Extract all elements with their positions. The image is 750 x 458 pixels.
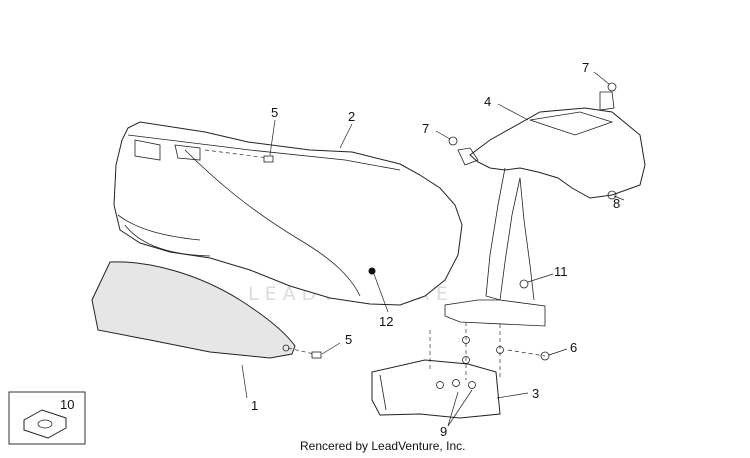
screw-5-top <box>263 155 274 163</box>
callout-10[interactable]: 10 <box>60 397 74 412</box>
callout-4[interactable]: 4 <box>484 94 491 109</box>
callout-7-left[interactable]: 7 <box>422 121 429 136</box>
screw-11 <box>519 279 529 289</box>
fasteners <box>263 82 617 364</box>
rear-fender-part[interactable] <box>444 91 646 327</box>
screw-5-bottom <box>311 351 322 359</box>
leader-lines <box>241 71 625 427</box>
assembly-lines <box>204 149 546 380</box>
callout-2[interactable]: 2 <box>348 109 355 124</box>
callout-11[interactable]: 11 <box>554 264 568 279</box>
screw-7-left <box>448 136 458 146</box>
side-cover-part[interactable] <box>113 121 463 306</box>
callout-8[interactable]: 8 <box>613 196 620 211</box>
clip-nut-part[interactable] <box>8 391 86 445</box>
callout-9[interactable]: 9 <box>440 424 447 439</box>
footer-credit: Rencered by LeadVenture, Inc. <box>300 439 465 453</box>
plate-bracket-part[interactable] <box>371 359 501 419</box>
part-12-marker <box>368 267 376 275</box>
nut-8 <box>607 190 617 200</box>
callout-12[interactable]: 12 <box>379 314 393 329</box>
callout-5-top[interactable]: 5 <box>271 105 278 120</box>
screw-7-right <box>607 82 617 92</box>
callout-1[interactable]: 1 <box>251 398 258 413</box>
callout-6[interactable]: 6 <box>570 340 577 355</box>
callout-5-bottom[interactable]: 5 <box>345 332 352 347</box>
nut-6 <box>540 351 550 361</box>
callout-7-right[interactable]: 7 <box>582 60 589 75</box>
callout-3[interactable]: 3 <box>532 386 539 401</box>
